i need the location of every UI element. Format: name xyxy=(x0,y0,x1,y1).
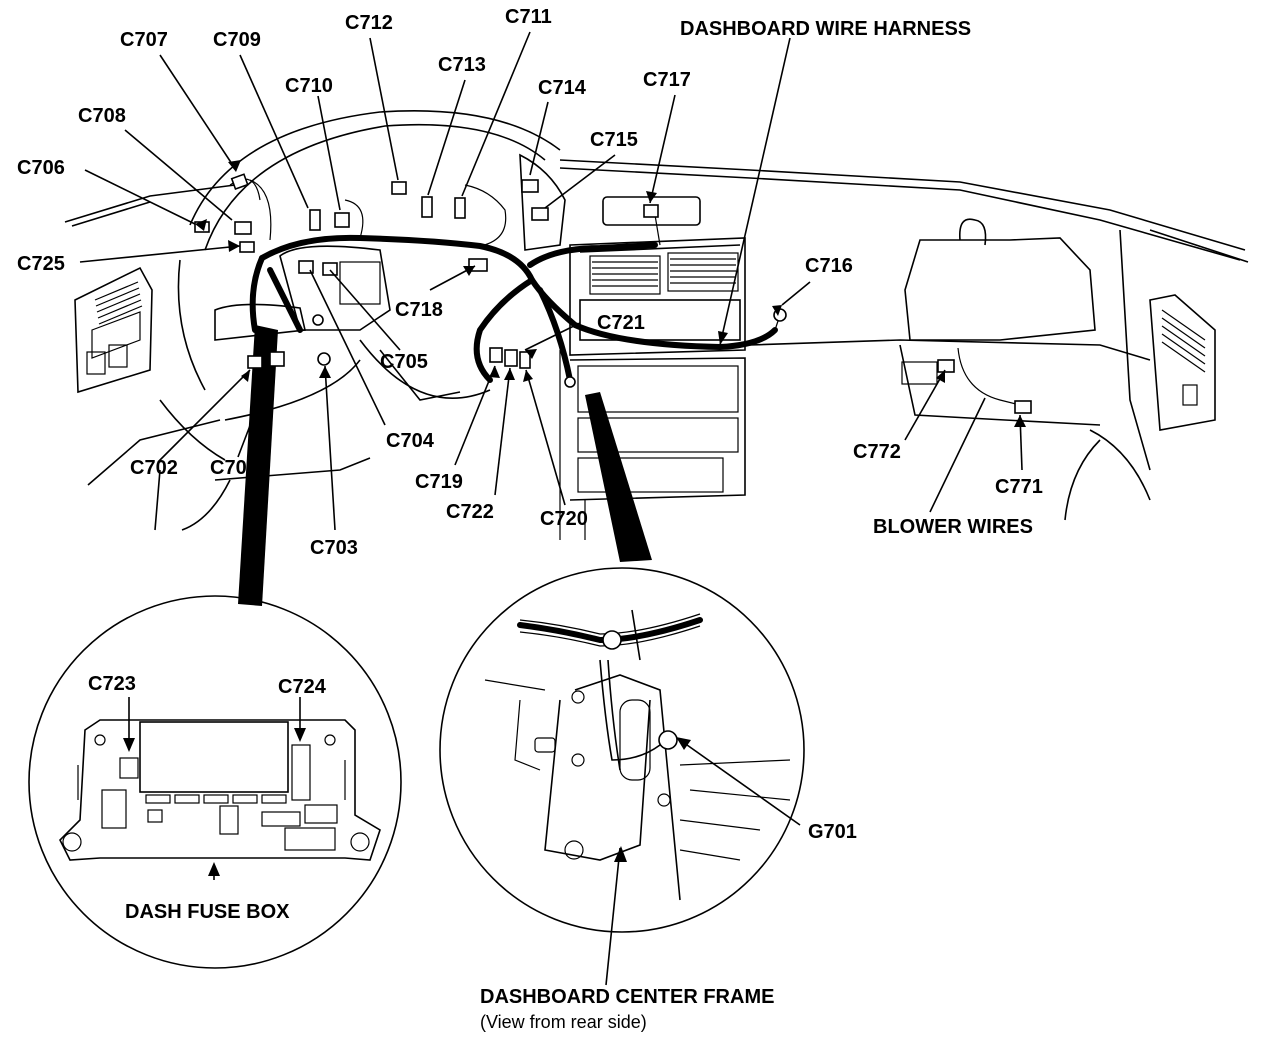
label-c705: C705 xyxy=(380,351,428,373)
label-c704: C704 xyxy=(386,430,435,452)
label-c712: C712 xyxy=(345,12,393,34)
label-c723: C723 xyxy=(88,673,136,695)
label-c708: C708 xyxy=(78,105,126,127)
arrowheads xyxy=(195,160,1026,427)
label-dashboard-wire-harness: DASHBOARD WIRE HARNESS xyxy=(680,18,971,40)
label-c706: C706 xyxy=(17,157,65,179)
label-c715: C715 xyxy=(590,129,638,151)
label-c701: C701 xyxy=(210,457,258,479)
label-c721: C721 xyxy=(597,312,645,334)
label-blower-wires: BLOWER WIRES xyxy=(873,516,1033,538)
label-c703: C703 xyxy=(310,537,358,559)
dashboard-center-frame-inset xyxy=(439,567,805,986)
label-c702: C702 xyxy=(130,457,178,479)
label-c713: C713 xyxy=(438,54,486,76)
leader-lines xyxy=(79,31,1023,531)
label-c718: C718 xyxy=(395,299,443,321)
label-c710: C710 xyxy=(285,75,333,97)
label-view-from-rear-side: (View from rear side) xyxy=(480,1012,647,1032)
dash-fuse-box-inset xyxy=(28,595,402,969)
label-c716: C716 xyxy=(805,255,853,277)
label-c771: C771 xyxy=(995,476,1043,498)
label-c717: C717 xyxy=(643,69,691,91)
label-g701: G701 xyxy=(808,821,857,843)
label-c714: C714 xyxy=(538,77,587,99)
label-c772: C772 xyxy=(853,441,901,463)
label-c711: C711 xyxy=(505,6,552,28)
labels: C707 C709 C712 C711 C713 C710 C714 C717 … xyxy=(17,6,1043,1032)
label-c709: C709 xyxy=(213,29,261,51)
label-dash-fuse-box: DASH FUSE BOX xyxy=(125,901,290,923)
label-dashboard-center-frame: DASHBOARD CENTER FRAME xyxy=(480,986,774,1008)
label-c719: C719 xyxy=(415,471,463,493)
label-c725: C725 xyxy=(17,253,65,275)
label-c720: C720 xyxy=(540,508,588,530)
label-c707: C707 xyxy=(120,29,168,51)
label-c722: C722 xyxy=(446,501,494,523)
label-c724: C724 xyxy=(278,676,327,698)
dashboard-wire-harness xyxy=(238,179,1021,606)
